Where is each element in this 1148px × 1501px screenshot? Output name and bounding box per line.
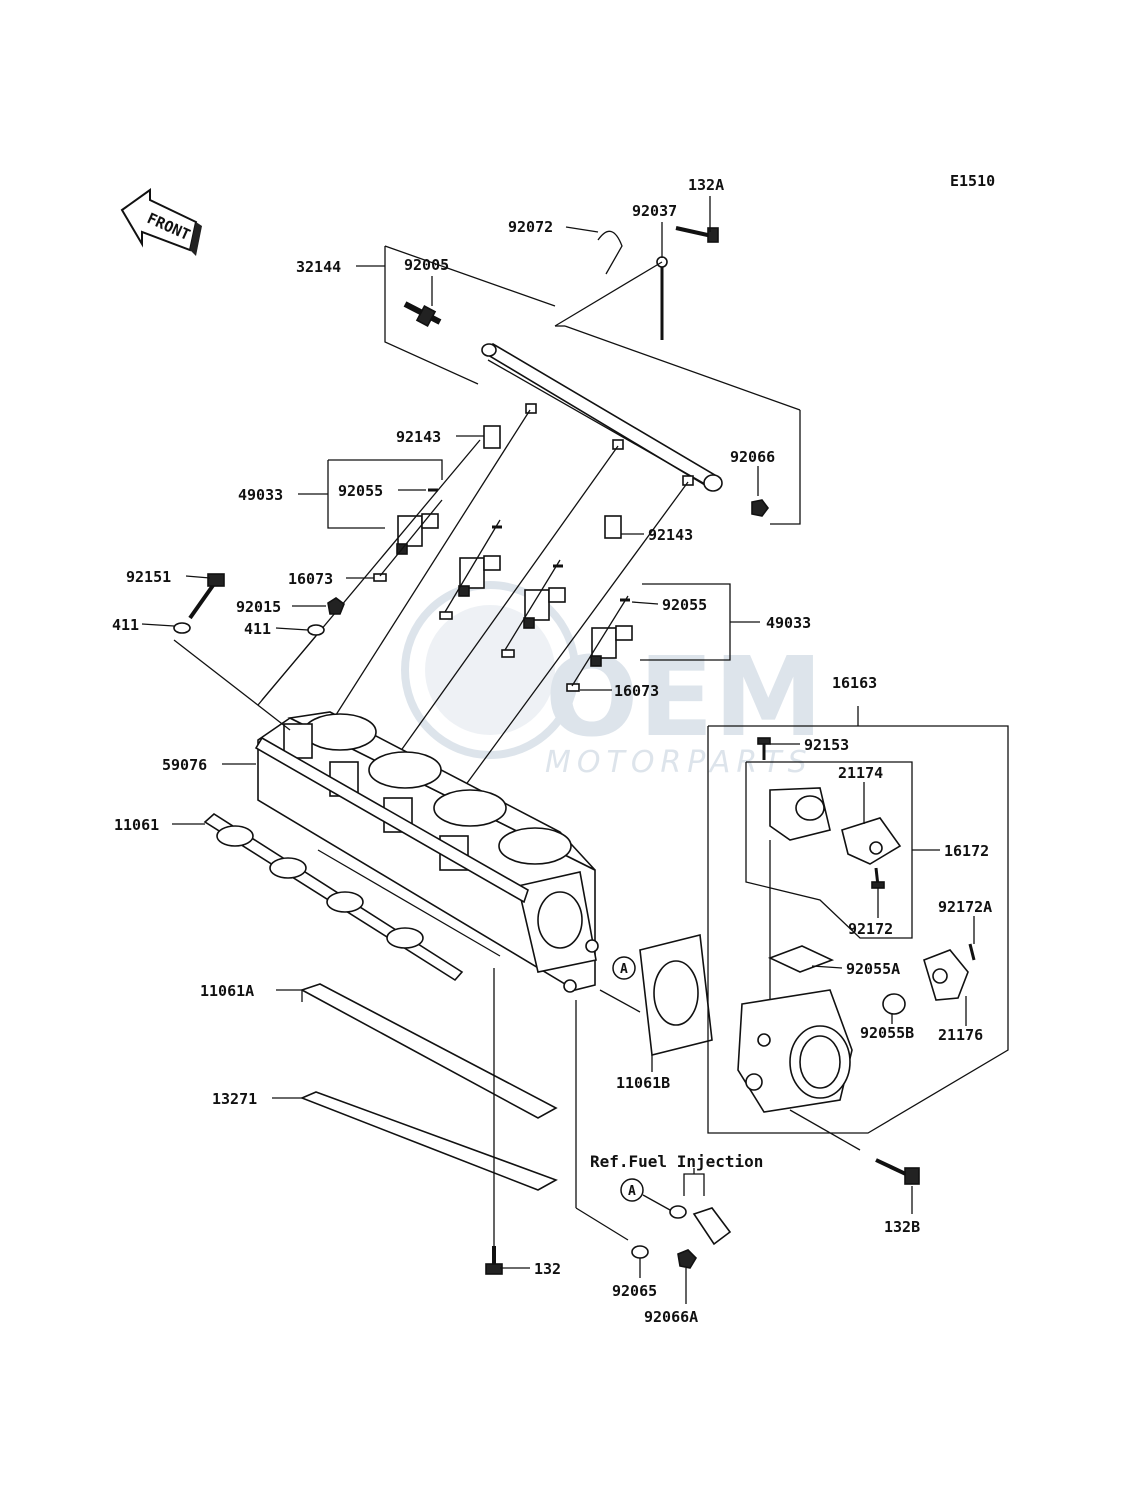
label-92066A: 92066A xyxy=(644,1308,698,1326)
label-92143-top: 92143 xyxy=(396,428,441,446)
ref-fuel-injection-note: Ref.Fuel Injection xyxy=(590,1152,763,1171)
label-16073-left: 16073 xyxy=(288,570,333,588)
label-11061B: 11061B xyxy=(616,1074,670,1092)
callout-a-markers: A A xyxy=(612,956,671,1211)
label-411-right: 411 xyxy=(244,620,271,638)
assembly-lines xyxy=(257,409,760,821)
manifold-fasteners xyxy=(173,573,345,731)
fuel-rail-assembly xyxy=(384,226,801,525)
part-labels: 132A 92037 92072 32144 92005 92143 92066… xyxy=(112,176,992,1326)
label-92005: 92005 xyxy=(404,256,449,274)
label-49033-left: 49033 xyxy=(238,486,283,504)
label-411-left: 411 xyxy=(112,616,139,634)
front-arrow-icon: FRONT xyxy=(120,188,202,256)
bottom-gaskets xyxy=(299,968,649,1275)
throttle-body-group xyxy=(707,706,1009,1185)
label-132B: 132B xyxy=(884,1218,920,1236)
callout-a-1: A xyxy=(620,962,628,977)
label-92065: 92065 xyxy=(612,1282,657,1300)
label-132: 132 xyxy=(534,1260,561,1278)
label-21176: 21176 xyxy=(938,1026,983,1044)
label-92172A: 92172A xyxy=(938,898,992,916)
label-49033-right: 49033 xyxy=(766,614,811,632)
watermark-globe xyxy=(401,581,579,759)
label-16172: 16172 xyxy=(944,842,989,860)
label-92151: 92151 xyxy=(126,568,171,586)
label-59076: 59076 xyxy=(162,756,207,774)
label-92066: 92066 xyxy=(730,448,775,466)
injector-seals-92143 xyxy=(483,425,622,539)
label-92153: 92153 xyxy=(804,736,849,754)
label-13271: 13271 xyxy=(212,1090,257,1108)
label-132A: 132A xyxy=(688,176,724,194)
ref-fuel-injection-sensor xyxy=(669,1168,732,1269)
label-16073-right: 16073 xyxy=(614,682,659,700)
label-92055B: 92055B xyxy=(860,1024,914,1042)
label-11061: 11061 xyxy=(114,816,159,834)
label-21174: 21174 xyxy=(838,764,883,782)
label-92172: 92172 xyxy=(848,920,893,938)
fuel-injectors xyxy=(373,488,633,692)
label-32144: 32144 xyxy=(296,258,341,276)
label-92037: 92037 xyxy=(632,202,677,220)
label-11061A: 11061A xyxy=(200,982,254,1000)
watermark-brand: OEM xyxy=(545,633,823,761)
label-92055-left: 92055 xyxy=(338,482,383,500)
label-92055A: 92055A xyxy=(846,960,900,978)
label-92072: 92072 xyxy=(508,218,553,236)
throttle-gasket xyxy=(599,934,713,1056)
label-92015: 92015 xyxy=(236,598,281,616)
label-92143-right: 92143 xyxy=(648,526,693,544)
diagram-code: E1510 xyxy=(950,172,995,190)
callout-a-2: A xyxy=(628,1184,636,1199)
label-92055-right: 92055 xyxy=(662,596,707,614)
intake-manifold xyxy=(203,711,599,993)
label-16163: 16163 xyxy=(832,674,877,692)
